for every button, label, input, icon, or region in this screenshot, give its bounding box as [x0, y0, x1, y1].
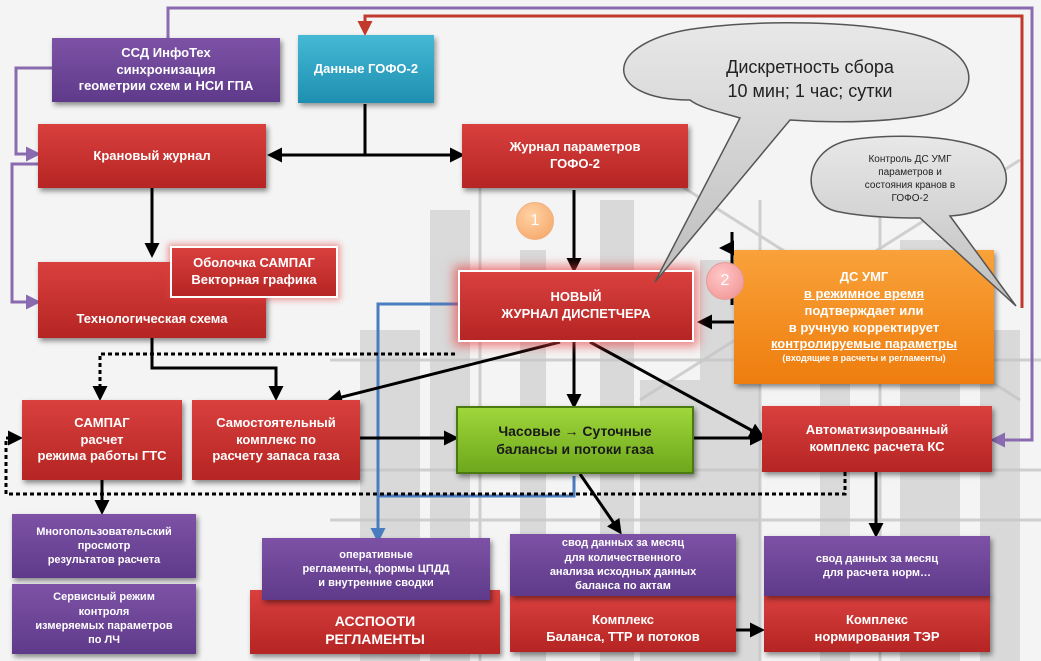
service-mode-box: Сервисный режим контроля измеряемых пара…: [12, 584, 196, 654]
journal-params-line-2: ГОФО-2: [549, 156, 601, 171]
asspooti-box: АССПООТИ РЕГЛАМЕНТЫ: [250, 590, 500, 654]
multi-view-line-2: просмотр: [77, 539, 131, 552]
ds-umg-line-3: в ручную корректирует: [788, 319, 940, 335]
auto-ks-box: Автоматизированный комплекс расчета КС: [762, 406, 992, 472]
balances-line-2: балансы и потоки газа: [496, 441, 654, 457]
svod-balance-line-4: баланса по актам: [575, 580, 671, 593]
complex-balance-line-1: Комплекс: [591, 612, 655, 628]
new-journal-line-2: ЖУРНАЛ ДИСПЕТЧЕРА: [501, 306, 651, 321]
ds-umg-line-1: в режимное время: [803, 285, 925, 301]
sampag-calc-box: САМПАГ расчет режима работы ГТС: [22, 400, 182, 480]
multi-view-line-3: результатов расчета: [47, 554, 161, 567]
operative-line-2: регламенты, формы ЦПДД: [302, 562, 450, 575]
ds-umg-title: ДС УМГ: [839, 268, 889, 284]
balances-line-1: Часовые → Суточные: [498, 422, 652, 439]
step-badge-1-label: 1: [530, 212, 540, 229]
ds-umg-line-4: контролируемые параметры: [770, 336, 958, 352]
complex-norm-line-2: нормирования ТЭР: [814, 629, 940, 645]
gas-reserve-line-3: расчету запаса газа: [212, 448, 340, 464]
operative-line-3: и внутренние сводки: [318, 577, 434, 590]
ds-umg-box: ДС УМГ в режимное время подтверждает или…: [734, 250, 994, 384]
service-mode-line-2: контроля: [78, 605, 130, 618]
ssd-line-3: геометрии схем и НСИ ГПА: [78, 78, 254, 94]
complex-norm-line-1: Комплекс: [845, 612, 909, 628]
new-journal-line-1: НОВЫЙ: [550, 289, 602, 305]
gofo-data-label: Данные ГОФО-2: [313, 60, 419, 76]
control-line-4: ГОФО-2: [891, 193, 929, 204]
sampag-calc-line-2: расчет: [80, 431, 124, 447]
complex-norm-box: Комплекс нормирования ТЭР: [764, 594, 990, 652]
sampag-calc-line-1: САМПАГ: [74, 414, 130, 430]
svod-balance-line-1: свод данных за месяц: [561, 537, 685, 550]
step-badge-2-label: 2: [720, 272, 730, 289]
svod-norm-line-2: для расчета норм…: [822, 567, 932, 579]
svod-balance-box: свод данных за месяц для количественного…: [510, 534, 736, 596]
control-line-2: параметров и: [878, 167, 942, 178]
discreteness-line-1: Дискретность сбора: [726, 56, 894, 77]
svod-balance-line-2: для количественного: [564, 551, 682, 564]
discreteness-line-2: 10 мин; 1 час; сутки: [727, 81, 893, 101]
gas-reserve-box: Самостоятельный комплекс по расчету запа…: [192, 400, 360, 480]
svod-norm-line-1: свод данных за месяц: [815, 552, 939, 565]
gofo-data-box: Данные ГОФО-2: [298, 35, 434, 103]
service-mode-line-1: Сервисный режим: [53, 591, 155, 604]
balances-box: Часовые → Суточные балансы и потоки газа: [456, 406, 694, 474]
service-mode-line-4: по ЛЧ: [88, 634, 120, 647]
operative-line-1: оперативные: [339, 548, 413, 561]
auto-ks-line-1: Автоматизированный: [805, 422, 949, 438]
new-dispatcher-journal-box: НОВЫЙ ЖУРНАЛ ДИСПЕТЧЕРА: [458, 270, 694, 342]
tech-scheme-label: Технологическая схема: [76, 311, 228, 327]
complex-balance-box: Комплекс Баланса, ТТР и потоков: [510, 594, 736, 652]
ssd-infotech-box: ССД ИнфоТех синхронизация геометрии схем…: [52, 38, 280, 102]
journal-params-line-1: Журнал параметров: [509, 139, 641, 155]
kranovy-journal-box: Крановый журнал: [38, 124, 266, 188]
discreteness-text: Дискретность сбора 10 мин; 1 час; сутки: [660, 46, 960, 112]
ssd-line-1: ССД ИнфоТех: [121, 44, 211, 60]
ssd-line-2: синхронизация: [116, 61, 216, 77]
ds-umg-line-2: подтверждает или: [804, 302, 924, 318]
ds-umg-note: (входящие в расчеты и регламенты): [782, 353, 946, 364]
kranovy-label: Крановый журнал: [93, 147, 211, 163]
control-line-3: состояния кранов в: [864, 180, 956, 191]
sampag-shell-line-1: Оболочка САМПАГ: [193, 255, 315, 271]
gas-reserve-line-2: комплекс по: [236, 431, 316, 447]
asspooti-line-2: РЕГЛАМЕНТЫ: [325, 630, 425, 647]
step-badge-1: 1: [516, 202, 554, 240]
operative-reports-box: оперативные регламенты, формы ЦПДД и вну…: [262, 538, 490, 600]
svod-norm-box: свод данных за месяц для расчета норм…: [764, 536, 990, 596]
control-line-1: Контроль ДС УМГ: [868, 154, 952, 165]
step-badge-2: 2: [706, 262, 744, 300]
asspooti-line-1: АССПООТИ: [334, 612, 416, 629]
journal-params-box: Журнал параметров ГОФО-2: [462, 124, 688, 188]
auto-ks-line-2: комплекс расчета КС: [809, 439, 945, 454]
sampag-shell-line-2: Векторная графика: [191, 272, 317, 287]
multi-view-box: Многопользовательский просмотр результат…: [12, 514, 196, 578]
svod-balance-line-3: анализа исходных данных: [549, 566, 697, 578]
complex-balance-line-2: Баланса, ТТР и потоков: [546, 629, 700, 645]
control-text: Контроль ДС УМГ параметров и состояния к…: [820, 146, 1000, 212]
service-mode-line-3: измеряемых параметров: [35, 620, 173, 632]
gas-reserve-line-1: Самостоятельный: [216, 414, 336, 430]
multi-view-line-1: Многопользовательский: [36, 525, 172, 538]
sampag-shell-box: Оболочка САМПАГ Векторная графика: [170, 246, 338, 298]
sampag-calc-line-3: режима работы ГТС: [37, 448, 167, 464]
